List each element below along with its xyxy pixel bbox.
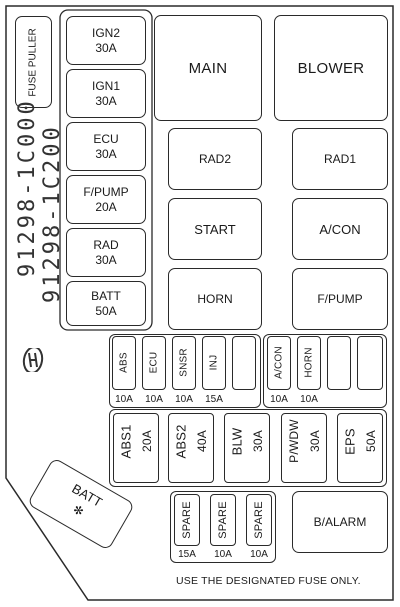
fuse-name: F/PUMP (83, 184, 129, 199)
fuse-puller: FUSE PULLER (15, 16, 52, 108)
cartridge-fuse-name: ABS1 (118, 424, 134, 459)
mini-fuse-empty-1 (232, 336, 256, 390)
cartridge-fuse-group (109, 409, 387, 487)
fuse-ecu: ECU 30A (66, 122, 146, 171)
relay-rad1: RAD1 (292, 128, 388, 190)
relay-main: MAIN (154, 15, 262, 121)
mini-fuse-horn (297, 336, 321, 390)
fuse-batt: BATT 50A (66, 281, 146, 326)
spare-fuse-name: SPARE (181, 501, 193, 539)
manufacturer-logo (22, 348, 44, 372)
cartridge-fuse-abs2 (168, 413, 214, 483)
footer-note: USE THE DESIGNATED FUSE ONLY. (176, 575, 361, 587)
spare-fuse-amp: 15A (178, 549, 196, 560)
spare-fuse-1 (174, 494, 200, 546)
cartridge-fuse-abs1 (113, 413, 159, 483)
cartridge-fuse-name: EPS (342, 428, 358, 455)
mini-fuse-amp: 10A (300, 394, 318, 405)
mini-fuse-amp: 10A (175, 394, 193, 405)
mini-fuse-empty-3 (357, 336, 383, 390)
part-number-2: 91298-1C200 (40, 124, 65, 303)
fuse-amp: 30A (95, 252, 117, 267)
mini-fuse-empty-2 (327, 336, 351, 390)
mini-fuse-amp: 10A (115, 394, 133, 405)
fuse-puller-label: FUSE PULLER (28, 27, 40, 97)
fuse-amp: 30A (95, 146, 117, 161)
relay-acon: A/CON (292, 198, 388, 260)
mini-fuse-inj (202, 336, 226, 390)
cartridge-fuse-blw (224, 413, 270, 483)
cartridge-fuse-pwdw (281, 413, 327, 483)
cartridge-fuse-name: ABS2 (173, 424, 189, 459)
relay-blower: BLOWER (274, 15, 388, 121)
fuse-name: ECU (93, 131, 119, 146)
relay-start: START (168, 198, 262, 260)
spare-fuse-3 (246, 494, 272, 546)
cartridge-fuse-amp: 30A (251, 430, 265, 452)
mini-fuse-abs (112, 336, 136, 390)
cartridge-fuse-amp: 30A (308, 430, 322, 452)
spare-fuse-name: SPARE (217, 501, 229, 539)
mini-fuse-name: ECU (148, 351, 160, 374)
mini-fuse-name: ABS (118, 352, 130, 373)
cartridge-fuse-amp: 40A (195, 430, 209, 452)
fuse-amp: 30A (95, 40, 117, 55)
spare-fuse-group (170, 491, 276, 563)
relay-balarm: B/ALARM (292, 491, 388, 553)
mini-fuse-name: A/CON (273, 346, 285, 379)
cartridge-fuse-eps (337, 413, 383, 483)
cartridge-fuse-amp: 50A (364, 430, 378, 452)
fuse-name: BATT (91, 288, 121, 303)
spare-fuse-amp: 10A (214, 549, 232, 560)
mini-fuse-name: INJ (208, 354, 220, 371)
mini-fuse-name: SNSR (178, 348, 190, 377)
mini-fuse-amp: 15A (205, 394, 223, 405)
spare-fuse-name: SPARE (253, 501, 265, 539)
cartridge-fuse-name: P/WDW (287, 419, 301, 463)
mini-fuse-group-left (109, 334, 261, 408)
cartridge-fuse-amp: 20A (140, 430, 154, 452)
fuse-name: IGN1 (91, 78, 120, 93)
fuse-ign2: IGN2 30A (66, 16, 146, 65)
fuse-amp: 50A (95, 303, 117, 318)
fuse-amp: 30A (95, 93, 117, 108)
part-number-1: 91298-1C000 (15, 98, 40, 277)
mini-fuse-acon (267, 336, 291, 390)
cartridge-fuse-name: BLW (229, 427, 245, 456)
mini-fuse-ecu (142, 336, 166, 390)
fuse-name: RAD (93, 237, 119, 252)
fuse-rad: RAD 30A (66, 228, 146, 277)
fuse-ign1: IGN1 30A (66, 69, 146, 118)
relay-rad2: RAD2 (168, 128, 262, 190)
spare-fuse-2 (210, 494, 236, 546)
fuse-fpump: F/PUMP 20A (66, 175, 146, 224)
fuse-name: IGN2 (91, 25, 120, 40)
mini-fuse-name: HORN (303, 347, 315, 378)
fuse-amp: 20A (95, 199, 117, 214)
relay-horn: HORN (168, 268, 262, 330)
mini-fuse-group-right (263, 334, 387, 408)
mini-fuse-snsr (172, 336, 196, 390)
relay-fpump: F/PUMP (292, 268, 388, 330)
spare-fuse-amp: 10A (250, 549, 268, 560)
mini-fuse-amp: 10A (145, 394, 163, 405)
mini-fuse-amp: 10A (270, 394, 288, 405)
